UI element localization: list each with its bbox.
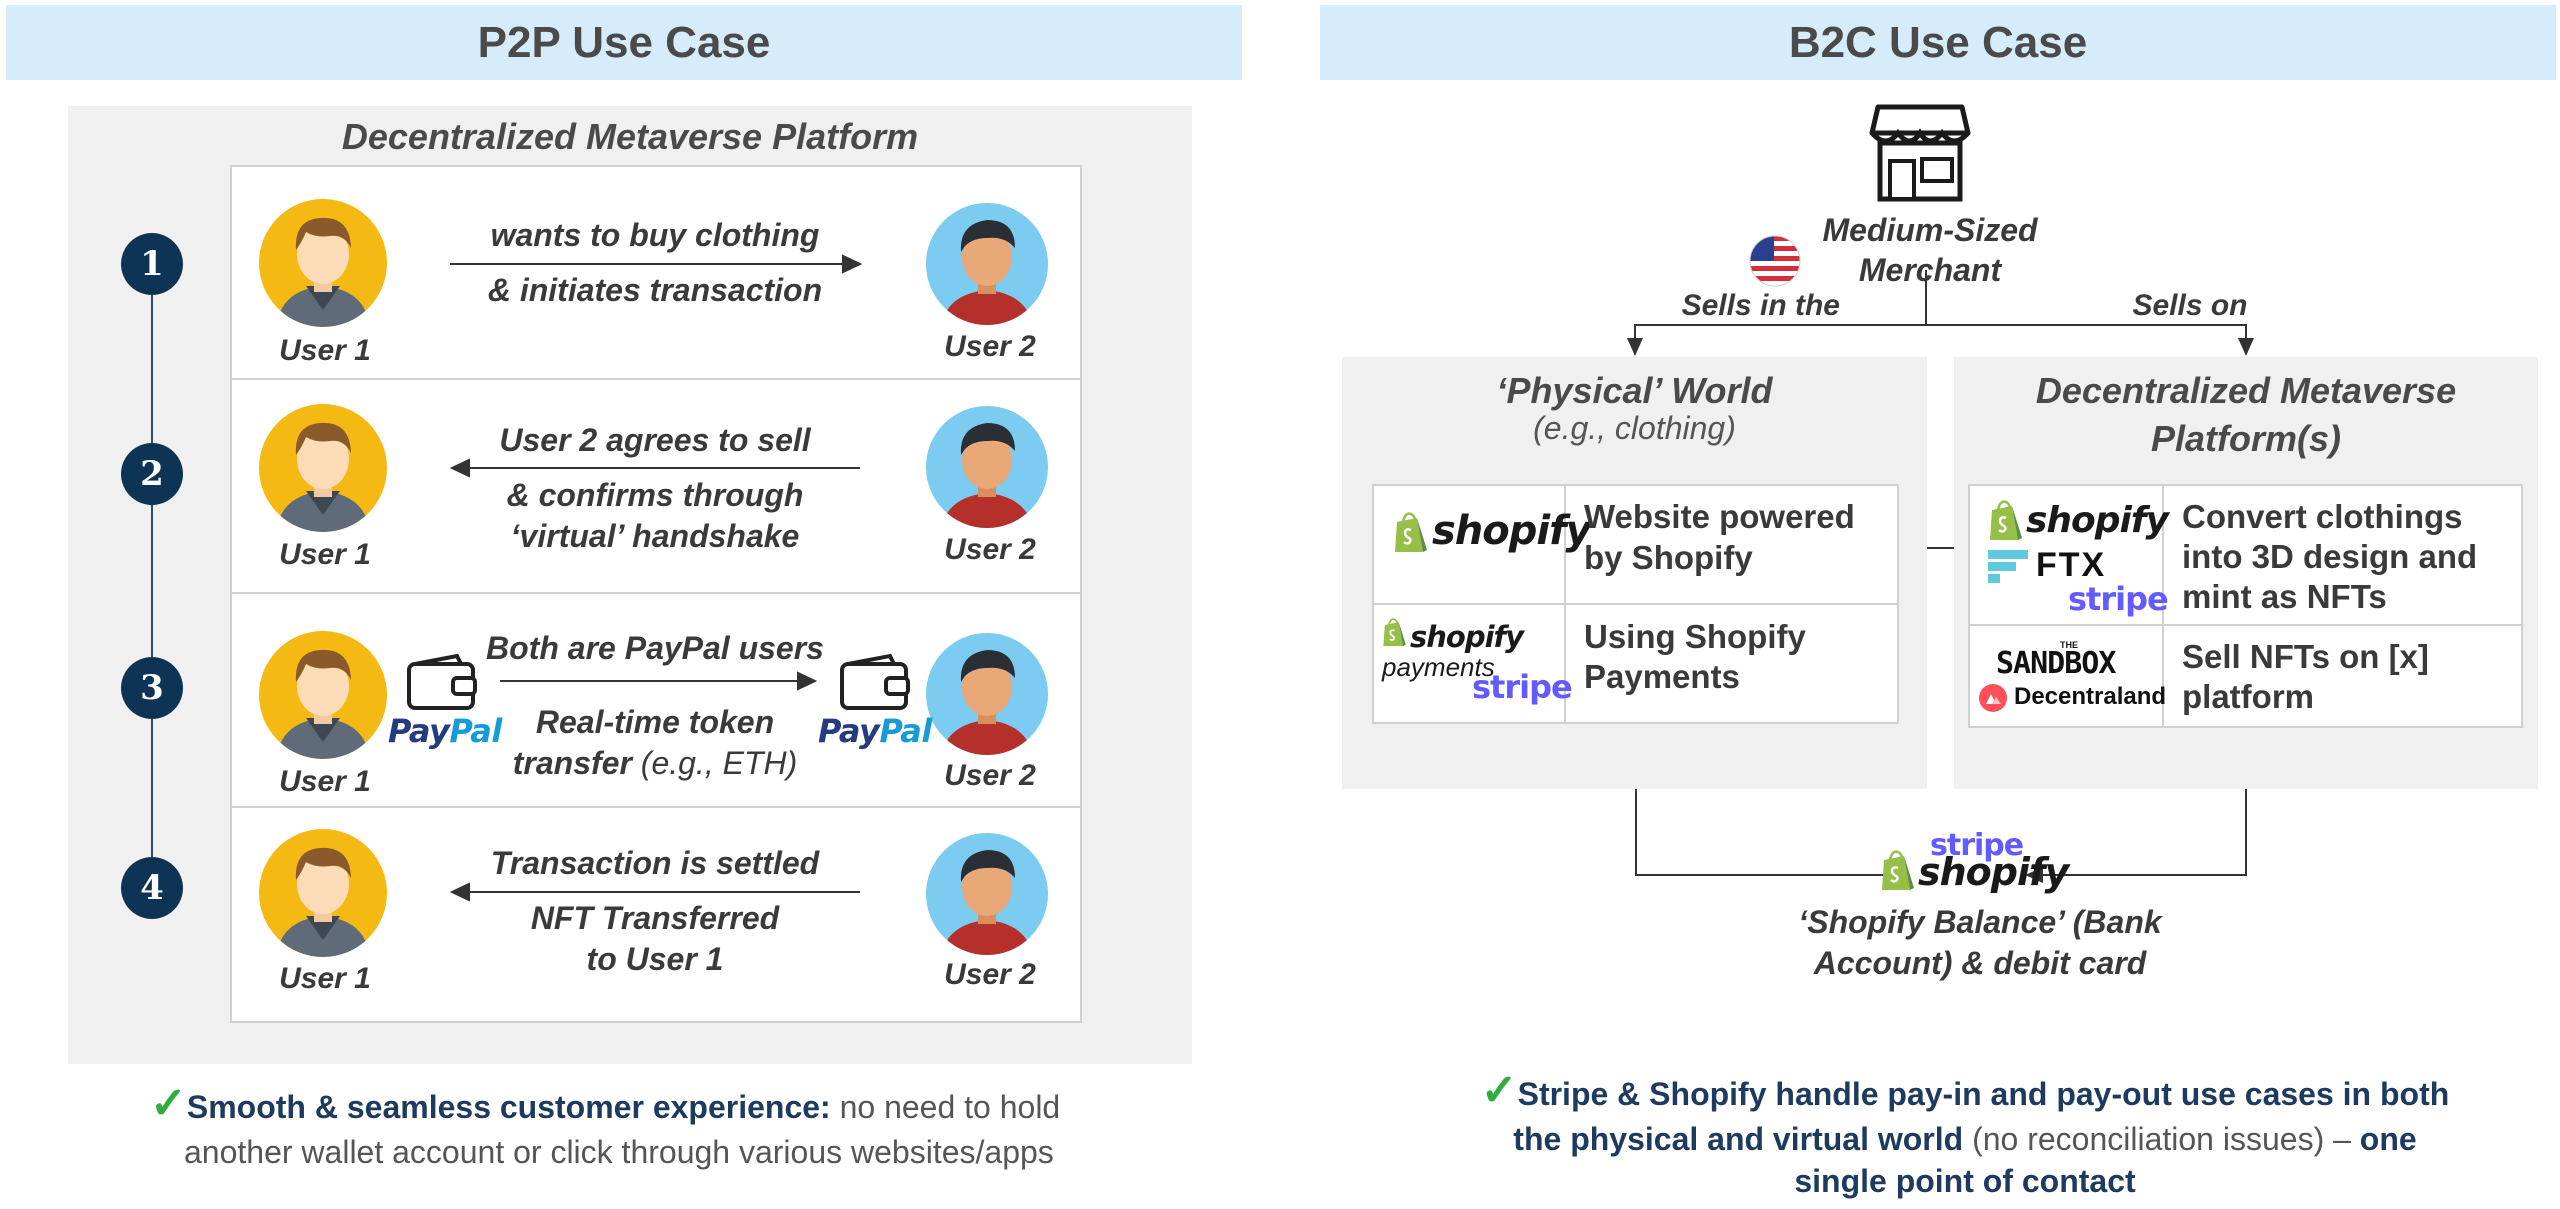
p2p-platform-title: Decentralized Metaverse Platform	[341, 116, 919, 157]
step2-line1: User 2 agrees to sell	[499, 422, 811, 458]
user2-avatar-icon	[925, 202, 1049, 326]
merchant-line1: Medium-Sized	[1822, 212, 2038, 248]
store-icon	[1869, 104, 1971, 202]
metaverse-row2-line2: platform	[2182, 678, 2314, 715]
metaverse-row1-line1: Convert clothings	[2182, 498, 2463, 535]
step-number-4: 4	[121, 857, 183, 919]
balance-line1: ‘Shopify Balance’ (Bank	[1798, 904, 2162, 940]
shopify-bag-icon	[1988, 500, 2024, 542]
merchant-line2: Merchant	[1858, 252, 2002, 288]
physical-row1-line1: Website powered	[1584, 498, 1855, 535]
user1-avatar-icon	[258, 630, 388, 760]
step3-line1: Both are PayPal users	[486, 630, 824, 666]
step2-left-user: User 1	[279, 538, 371, 571]
divider	[1372, 603, 1899, 605]
sandbox-logo: SANDBOX	[1996, 646, 2116, 681]
decentraland-logo-icon	[1979, 684, 2007, 712]
step3-left-user: User 1	[279, 765, 371, 798]
stripe-logo: stripe	[2068, 580, 2169, 618]
step2-line3: ‘virtual’ handshake	[510, 518, 800, 554]
divider	[1968, 624, 2523, 626]
step3-line2: Real-time token	[535, 704, 775, 740]
step-number-1: 1	[121, 233, 183, 295]
shopify-logo: shopify	[1432, 508, 1592, 554]
metaverse-title-line2: Platform(s)	[2150, 418, 2342, 459]
physical-row1-line2: by Shopify	[1584, 539, 1753, 576]
shopify-logo: shopify	[2026, 500, 2169, 541]
physical-row2-line1: Using Shopify	[1584, 618, 1806, 655]
step4-left-user: User 1	[279, 962, 371, 995]
p2p-timeline	[151, 254, 863, 902]
paypal-logo-right: PayPal	[818, 712, 932, 750]
shopify-payments-logo: shopify	[1410, 620, 1524, 654]
step-number-2: 2	[121, 443, 183, 505]
step4-line1: Transaction is settled	[490, 845, 820, 881]
stripe-logo: stripe	[1930, 828, 2024, 863]
p2p-footer: ✓Smooth & seamless customer experience: …	[150, 1079, 1061, 1171]
user2-avatar-icon	[925, 405, 1049, 529]
step4-line3: to User 1	[586, 941, 724, 977]
user1-avatar-icon	[258, 198, 388, 328]
divider	[230, 378, 1082, 380]
sells-in-label: Sells in the	[1681, 289, 1840, 322]
ftx-logo-icon	[1988, 550, 2028, 583]
metaverse-row2-line1: Sell NFTs on [x]	[2182, 638, 2429, 675]
payments-logo-text: payments	[1382, 652, 1495, 682]
divider	[2162, 484, 2164, 728]
b2c-footer: ✓Stripe & Shopify handle pay-in and pay-…	[1480, 1066, 2450, 1199]
step3-right-user: User 2	[944, 759, 1036, 792]
wallet-icon	[407, 653, 477, 710]
balance-line2: Account) & debit card	[1813, 945, 2147, 981]
metaverse-row1-line3: mint as NFTs	[2182, 578, 2387, 615]
user2-avatar-icon	[925, 832, 1049, 956]
divider	[230, 592, 1082, 594]
metaverse-table	[1968, 484, 2523, 728]
step3-line3: transfer (e.g., ETH)	[512, 745, 798, 781]
check-icon: ✓	[150, 1079, 187, 1128]
step4-right-user: User 2	[944, 958, 1036, 991]
shopify-bag-icon	[1393, 512, 1429, 554]
physical-row2-line2: Payments	[1584, 658, 1740, 695]
step1-left-user: User 1	[279, 334, 371, 367]
b2c-title: B2C Use Case	[1320, 5, 2556, 80]
decentraland-logo: Decentraland	[2014, 683, 2167, 710]
step2-line2: & confirms through	[506, 477, 804, 513]
step4-line2: NFT Transferred	[530, 900, 780, 936]
metaverse-title-line1: Decentralized Metaverse	[2035, 370, 2457, 411]
shopify-bag-icon	[1382, 618, 1407, 647]
user2-avatar-icon	[925, 632, 1049, 756]
wallet-icon	[840, 653, 910, 710]
paypal-logo-left: PayPal	[388, 712, 502, 750]
check-icon: ✓	[1480, 1066, 1518, 1115]
metaverse-row1-line2: into 3D design and	[2182, 538, 2478, 575]
physical-world-subtitle: (e.g., clothing)	[1533, 410, 1736, 446]
step1-line2: & initiates transaction	[487, 272, 823, 308]
user1-avatar-icon	[258, 828, 388, 958]
us-flag-icon	[1749, 235, 1801, 287]
user1-avatar-icon	[258, 403, 388, 533]
sells-on-label: Sells on	[2132, 289, 2248, 322]
ftx-logo: FTX	[2036, 546, 2107, 584]
step1-right-user: User 2	[944, 330, 1036, 363]
sandbox-logo-small: THE	[2060, 640, 2078, 650]
physical-world-title: ‘Physical’ World	[1496, 370, 1773, 411]
step-number-3: 3	[121, 657, 183, 719]
p2p-title: P2P Use Case	[6, 5, 1242, 80]
step1-line1: wants to buy clothing	[490, 217, 820, 253]
shopify-bag-icon	[1880, 850, 1916, 892]
divider	[230, 806, 1082, 808]
shopify-logo: shopify	[1918, 850, 2069, 894]
stripe-logo: stripe	[1472, 668, 1573, 706]
step2-right-user: User 2	[944, 533, 1036, 566]
